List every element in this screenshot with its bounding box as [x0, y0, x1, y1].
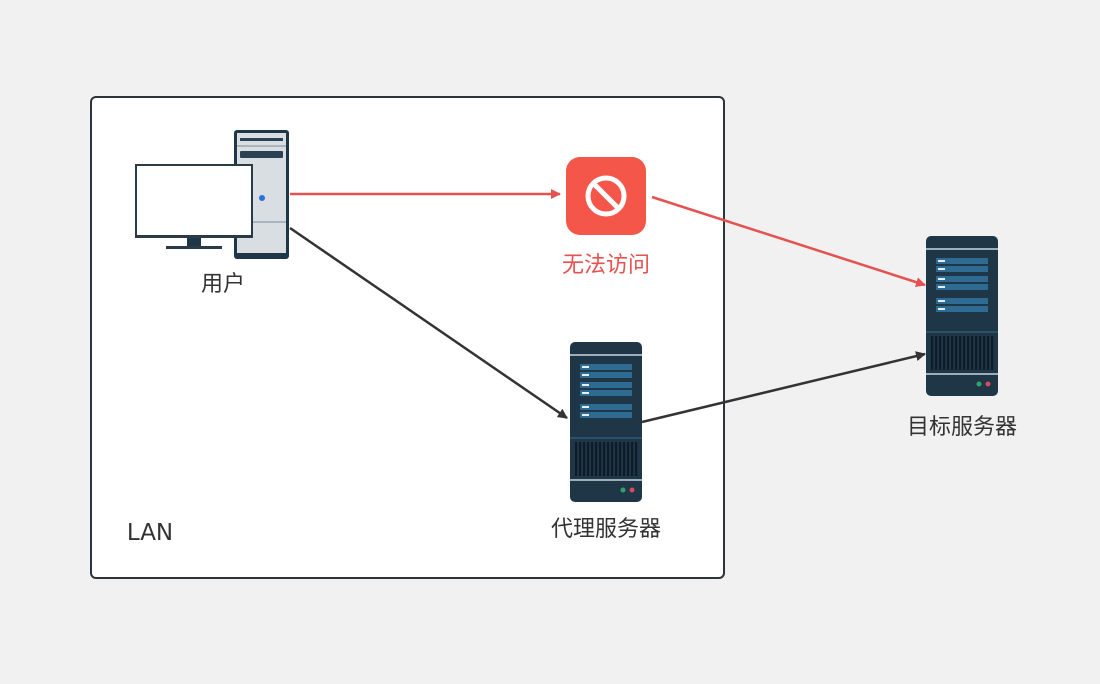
node-label-proxy: 代理服务器	[550, 517, 662, 542]
edge-user-to-proxy	[289, 226, 568, 420]
edge-proxy-to-target	[641, 351, 926, 424]
edge-blocked-to-target	[651, 195, 926, 287]
node-label-user: 用户	[200, 272, 246, 297]
desktop-computer-icon[interactable]	[135, 130, 289, 259]
server-icon[interactable]	[926, 236, 998, 396]
no-entry-icon[interactable]	[566, 157, 646, 235]
server-icon[interactable]	[570, 342, 642, 502]
node-label-target: 目标服务器	[906, 415, 1018, 440]
lan-label: LAN	[126, 520, 174, 546]
node-label-blocked: 无法访问	[561, 253, 651, 278]
